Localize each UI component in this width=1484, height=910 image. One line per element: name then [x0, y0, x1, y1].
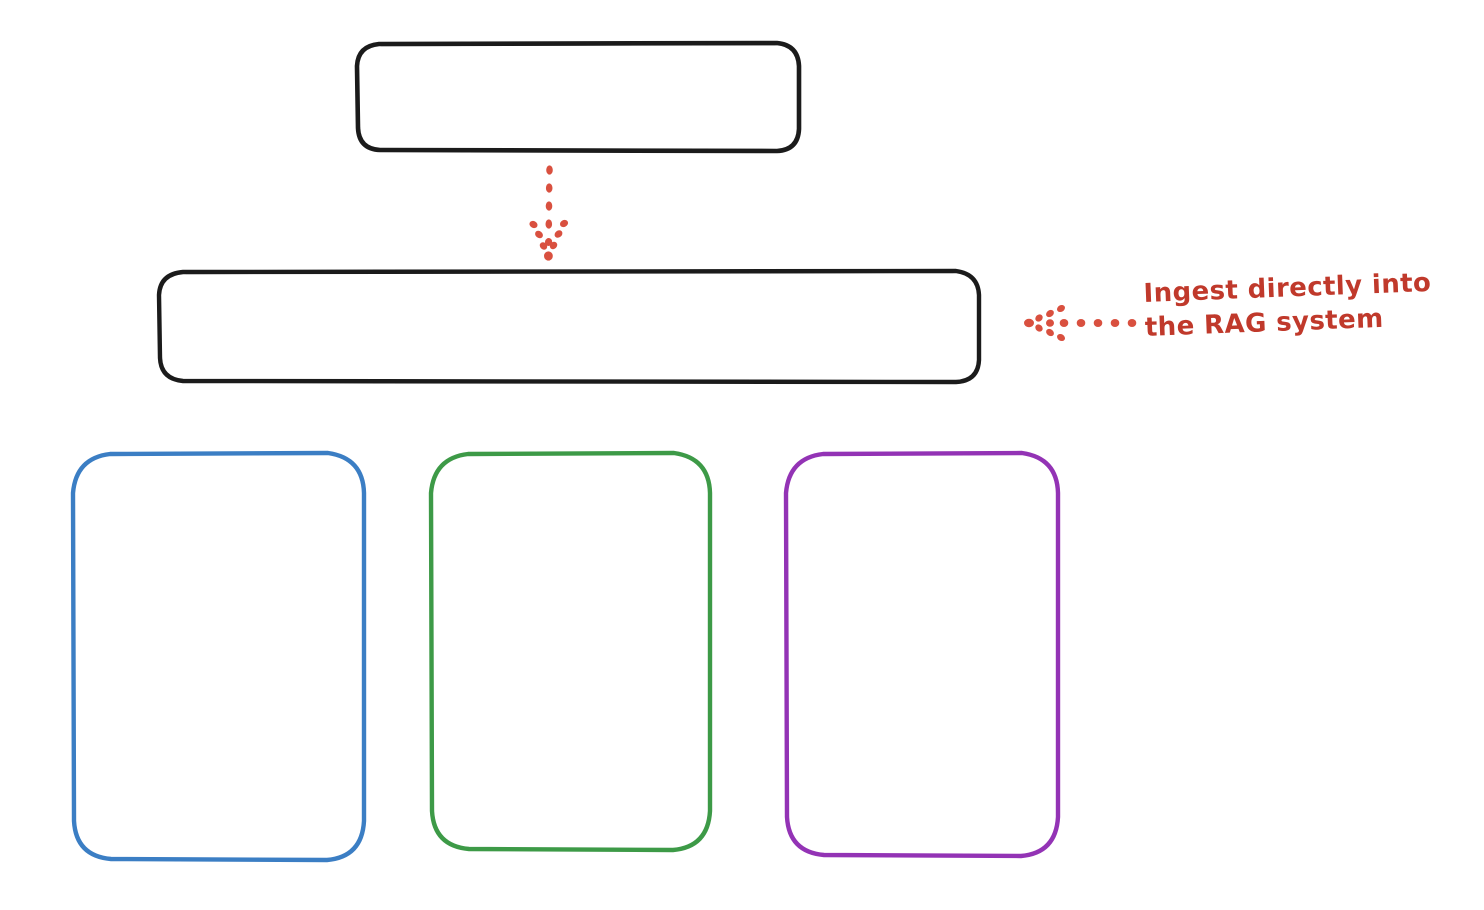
- connector-agent-to-rag-tool: [529, 165, 569, 261]
- node-relational-io[interactable]: RelationalIO (insert_sql, query_sql) SQL…: [783, 450, 1062, 860]
- connector-ingest-to-rag-tool: [1024, 304, 1137, 342]
- vector-io-content: VectorIO (insert_chunks, delete_chunks, …: [84, 555, 354, 760]
- key-value-io-api-label: KeyValueIO (set_key, delete_key, get): [457, 567, 685, 660]
- relational-io-content: RelationalIO (insert_sql, query_sql) SQL…: [797, 569, 1048, 742]
- key-value-io-impl-label: KeyValueIndex: [467, 708, 675, 737]
- annotation-ingest-note: Ingest directly into the RAG system: [1143, 267, 1432, 343]
- vector-io-impl-label: VectorIndex: [134, 729, 304, 758]
- relational-io-api-label: RelationalIO (insert_sql, query_sql): [835, 570, 1010, 663]
- key-value-io-content: KeyValueIO (set_key, delete_key, get) Ke…: [442, 566, 700, 739]
- agent-label: AGENT: [521, 81, 635, 113]
- node-agent[interactable]: AGENT: [354, 40, 802, 154]
- rag-tool-label: RAG Tool: [505, 310, 633, 342]
- vector-io-api-label: VectorIO (insert_chunks, delete_chunks, …: [111, 556, 327, 682]
- node-vector-io[interactable]: VectorIO (insert_chunks, delete_chunks, …: [70, 450, 368, 864]
- node-key-value-io[interactable]: KeyValueIO (set_key, delete_key, get) Ke…: [428, 450, 714, 854]
- node-rag-tool[interactable]: RAG Tool: [156, 268, 982, 385]
- relational-io-impl-label: SQLTable: [860, 711, 985, 740]
